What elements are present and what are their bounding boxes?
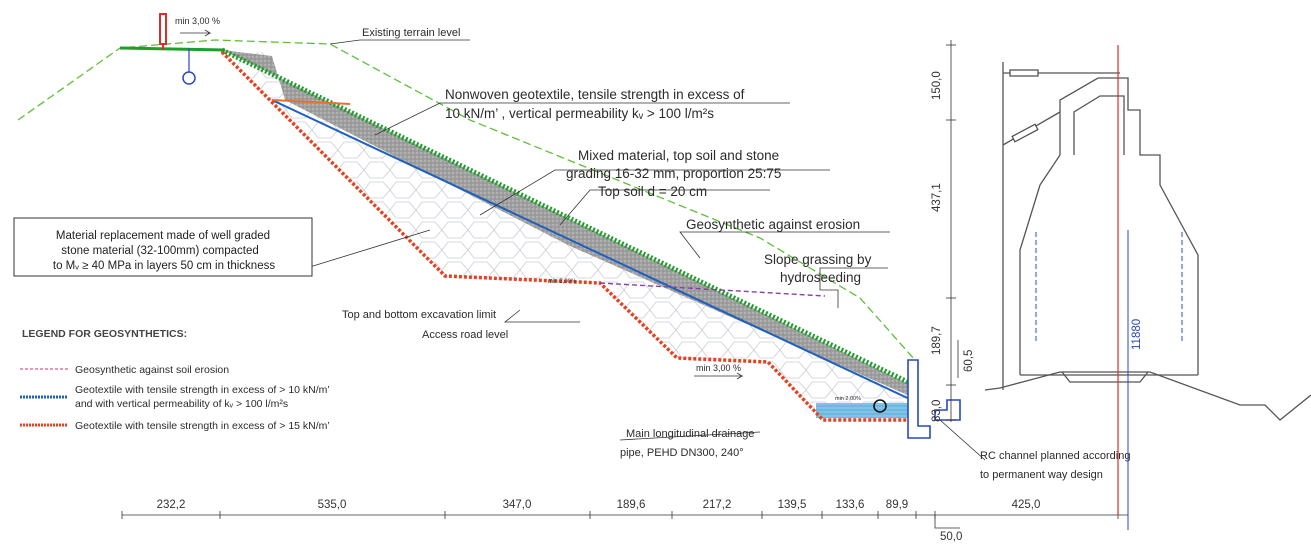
top-slope-arrow [180, 29, 212, 37]
orange-top-strip [271, 99, 351, 105]
dim-9: 425,0 [1012, 499, 1041, 511]
vehicle-gauge-dashed [1035, 232, 1183, 343]
label-drainage-1: Main longitudinal drainage [626, 428, 754, 440]
vdim-5: 83,0 [931, 400, 943, 422]
blue-geotextile-line [271, 99, 917, 403]
dim-4: 189,6 [617, 499, 646, 511]
label-mixed-1: Mixed material, top soil and stone [578, 148, 779, 163]
vdim-2: 437,1 [931, 183, 943, 212]
track-axis-label: 11880 [1131, 319, 1143, 350]
dim-8: 89,9 [886, 499, 908, 511]
railway-structure [984, 62, 1311, 421]
label-geosynthetic-erosion: Geosynthetic against erosion [686, 217, 860, 232]
legend-title: LEGEND FOR GEOSYNTHETICS: [22, 328, 187, 340]
bottom-dimension-chain: 232,2 535,0 347,0 189,6 217,2 139,5 133,… [121, 499, 1128, 543]
material-box [13, 217, 313, 277]
legend-item-erosion: Geosynthetic against soil erosion [75, 364, 229, 376]
dim-2: 535,0 [318, 499, 347, 511]
drainage-bed [816, 403, 916, 418]
label-nonwoven-2: 10 kN/m’ , vertical permeability kᵥ > 10… [445, 106, 714, 121]
slope-mark-lower: min 3,00 % [696, 363, 741, 373]
lower-slope-arrow [694, 372, 744, 380]
label-mixed-2: grading 16-32 mm, proportion 25:75 [566, 166, 781, 181]
dim-5: 217,2 [703, 499, 732, 511]
vdim-1: 150,0 [931, 71, 943, 100]
vdim-3: 189,7 [931, 326, 943, 355]
label-access-road: Access road level [422, 329, 508, 341]
material-line-2: stone material (32-100mm) compacted [61, 245, 259, 257]
label-existing-terrain: Existing terrain level [362, 27, 460, 39]
vdim-4: 60,5 [963, 350, 975, 372]
leader-lines [299, 39, 986, 461]
drainage-pipe-icon [873, 399, 887, 413]
label-rc-channel-1: RC channel planned according [980, 450, 1130, 462]
dim-offset: 50,0 [940, 531, 962, 542]
label-grassing-1: Slope grassing by [764, 252, 872, 267]
label-rc-channel-2: to permanent way design [980, 469, 1103, 481]
crest-ground [119, 46, 226, 52]
slope-mark-middle: min 3,00% [548, 279, 577, 285]
dim-6: 139,5 [778, 499, 807, 511]
existing-terrain-line [17, 39, 916, 361]
manhole-circle [182, 71, 196, 85]
slope-mark-bottom: min 2,00% [835, 396, 861, 402]
slope-mark-top: min 3,00 % [175, 16, 220, 26]
legend-item-blue-1: Geotextile with tensile strength in exce… [75, 384, 330, 396]
material-line-3: to Mᵥ ≥ 40 MPa in layers 50 cm in thickn… [53, 260, 275, 272]
purple-erosion-line [599, 282, 826, 297]
dim-3: 347,0 [503, 499, 532, 511]
material-line-1: Material replacement made of well graded [56, 230, 270, 242]
legend-item-red: Geotextile with tensile strength in exce… [75, 420, 330, 432]
dim-7: 133,6 [836, 499, 865, 511]
label-nonwoven-1: Nonwoven geotextile, tensile strength in… [445, 87, 745, 102]
vertical-dimension-chain: 150,0 437,1 189,7 60,5 83,0 [931, 40, 975, 422]
label-topsoil: Top soil d = 20 cm [598, 184, 707, 199]
top-post [159, 13, 167, 45]
mixed-material-fill [222, 50, 914, 398]
slope-grass [220, 47, 916, 388]
rc-channel-right [934, 399, 961, 421]
rc-channel-left [907, 359, 931, 439]
stone-replacement-fill [222, 52, 914, 420]
legend-item-blue-2: and with vertical permeability of kᵥ > 1… [75, 398, 288, 410]
dim-1: 232,2 [157, 499, 186, 511]
label-grassing-2: hydroseeding [780, 270, 861, 285]
red-excavation-line [220, 50, 914, 422]
label-excavation: Top and bottom excavation limit [342, 309, 496, 321]
label-drainage-2: pipe, PEHD DN300, 240° [620, 447, 744, 459]
